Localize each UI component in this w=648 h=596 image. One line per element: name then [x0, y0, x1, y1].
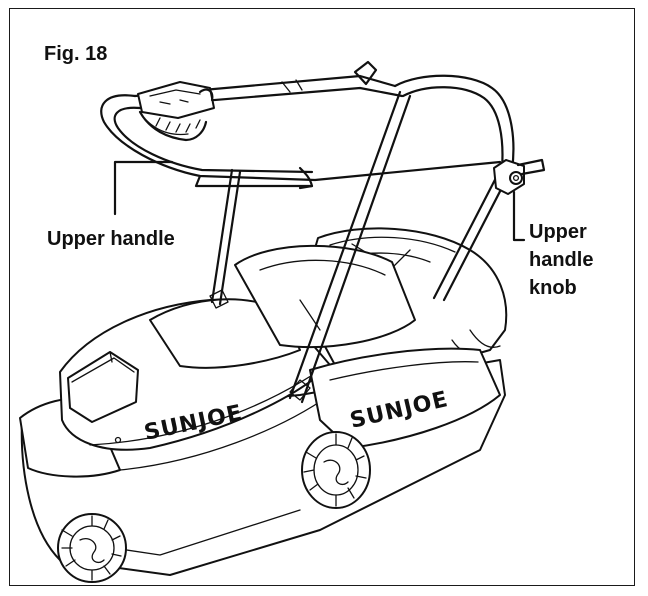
upper-handle [100, 60, 502, 190]
rear-wheel [301, 431, 371, 509]
knob-label-line-2: handle [529, 249, 594, 271]
upper-handle-leader-line [113, 160, 174, 216]
mower-deck [19, 244, 506, 576]
upper-handle-knob-label: Upper handle knob [529, 218, 593, 302]
knob-leader-line [512, 190, 526, 242]
lower-handle-frame [209, 74, 515, 404]
knob-label-line-1: Upper [529, 221, 587, 243]
upper-handle-knob [493, 158, 546, 195]
upper-handle-label: Upper handle [47, 225, 175, 253]
figure-label: Fig. 18 [44, 43, 108, 65]
front-wheel [57, 513, 127, 583]
upper-handle-label-text: Upper handle [47, 228, 175, 250]
knob-label-line-3: knob [529, 277, 577, 299]
